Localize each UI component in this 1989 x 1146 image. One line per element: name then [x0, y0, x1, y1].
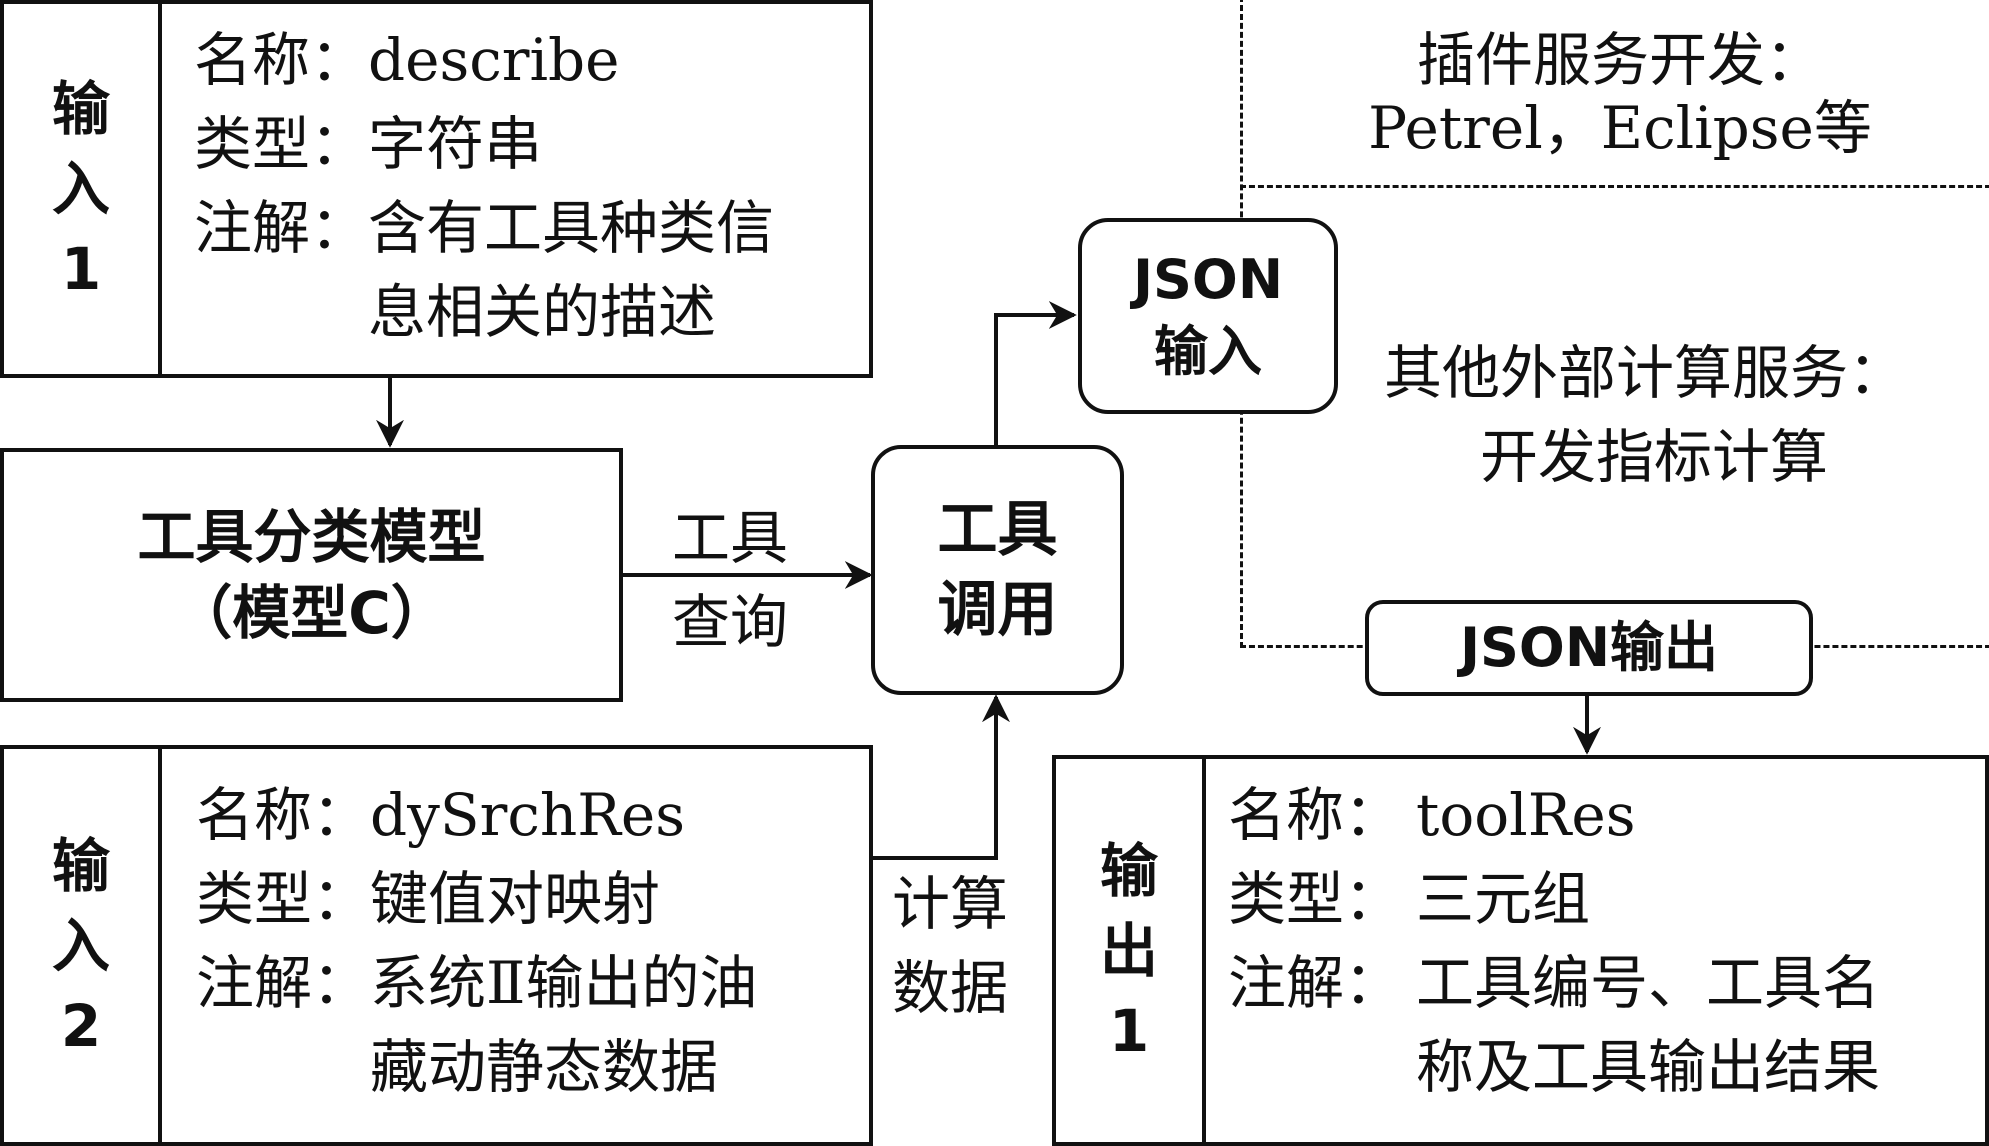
arrow-input2-to-toolcall: [870, 694, 1010, 860]
external-divider: [1240, 185, 1989, 188]
external-service-label: 其他外部计算服务： 开发指标计算: [1384, 339, 1907, 491]
edge-label-tool-query: 工具 查询: [671, 503, 788, 656]
input2-title: 输 入 2: [4, 749, 162, 1142]
output1-title: 输 出 1: [1056, 759, 1206, 1142]
input2-box: 输 入 2 名称：dySrchRes 类型：键值对映射 注解：系统Ⅱ输出的油 注…: [0, 745, 873, 1146]
arrow-toolcall-to-jsonin: [994, 301, 1077, 445]
tool-classification-model: 工具分类模型 （模型C）: [0, 448, 623, 702]
input1-box: 输 入 1 名称：describe 类型：字符串 注解：含有工具种类信 注解：息…: [0, 0, 873, 378]
input1-fields: 名称：describe 类型：字符串 注解：含有工具种类信 注解：息相关的描述: [194, 26, 775, 346]
edge-label-calc-data: 计算 数据: [891, 869, 1008, 1022]
output1-box: 输 出 1 名称：toolRes 类型：三元组 注解：工具编号、工具名 注解：称…: [1052, 755, 1989, 1146]
json-output-node: JSON输出: [1365, 600, 1813, 696]
input1-title: 输 入 1: [4, 4, 162, 374]
output1-fields: 名称：toolRes 类型：三元组 注解：工具编号、工具名 注解：称及工具输出结…: [1228, 781, 1881, 1101]
tool-call-node: 工具 调用: [871, 445, 1124, 695]
input2-fields: 名称：dySrchRes 类型：键值对映射 注解：系统Ⅱ输出的油 注解：藏动静态…: [196, 781, 758, 1101]
json-input-node: JSON 输入: [1078, 218, 1338, 414]
plugin-service-label: 插件服务开发： Petrel，Eclipse等: [1368, 26, 1872, 162]
